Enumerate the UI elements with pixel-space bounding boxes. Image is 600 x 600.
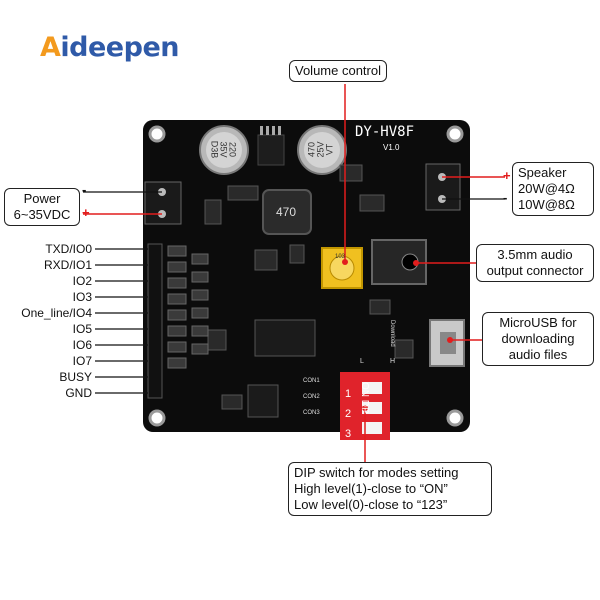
dip-on: ON	[359, 382, 370, 397]
power-plus-sign: +	[82, 205, 90, 220]
dip-on-label: ON DP	[359, 382, 370, 414]
con1-label: CON1	[303, 378, 320, 384]
dip-num-3: 3	[345, 428, 352, 440]
cap2-label: 470 25V VT	[307, 135, 335, 165]
logo-rest: ideepen	[60, 32, 179, 63]
h-mark: H	[390, 358, 396, 365]
speaker-minus-sign: -	[503, 190, 508, 205]
pin-label-io4: One_line/IO4	[21, 306, 92, 320]
speaker-terminal	[425, 163, 461, 211]
leader-lines	[83, 84, 505, 462]
pin-label-gnd: GND	[65, 386, 92, 400]
pin-label-io7: IO7	[72, 354, 92, 368]
dip-numbers: 1 2 3	[345, 384, 351, 444]
pin-label-rxd: RXD/IO1	[43, 258, 92, 272]
pcb-board	[143, 120, 470, 432]
dip-levers	[362, 382, 382, 434]
volume-control-callout: Volume control	[289, 60, 387, 82]
volume-label: Volume control	[295, 63, 381, 78]
inductor-label: 470	[276, 205, 297, 219]
board-model-text: DY-HV8F	[355, 124, 415, 140]
download-label: Download	[389, 320, 395, 347]
dip-dp: DP	[359, 399, 370, 414]
audio-output-callout: 3.5mm audio output connector	[476, 244, 594, 282]
speaker-callout: Speaker 20W@4Ω 10W@8Ω	[512, 162, 594, 216]
usb-line2: downloading	[501, 331, 575, 346]
capacitor-left	[199, 125, 249, 175]
pin-label-io3: IO3	[72, 290, 92, 304]
power-minus-sign: -	[82, 182, 87, 197]
usb-line3: audio files	[508, 347, 568, 362]
pot-label: 103	[335, 254, 346, 260]
cap1-line1: 220	[227, 141, 238, 158]
dip-num-2: 2	[345, 408, 352, 420]
pin-label-txd: TXD/IO0	[45, 242, 92, 256]
con2-label: CON2	[303, 394, 320, 400]
pin-resistors	[167, 245, 209, 369]
audio-line2: output connector	[486, 263, 584, 278]
speaker-line3: 10W@8Ω	[518, 197, 575, 212]
pin-label-busy: BUSY	[59, 370, 92, 384]
logo-first-letter: A	[40, 32, 61, 63]
cap1-line3: D3B	[209, 140, 220, 159]
power-callout: Power 6~35VDC	[4, 188, 80, 226]
micro-usb-callout: MicroUSB for downloading audio files	[482, 312, 594, 366]
power-line1: Power	[23, 191, 61, 206]
pin-label-io5: IO5	[72, 322, 92, 336]
dip-num-1: 1	[345, 388, 352, 400]
capacitor-right	[297, 125, 347, 175]
brand-logo: Aideepen	[40, 32, 179, 63]
power-line2: 6~35VDC	[13, 207, 71, 222]
l-mark: L	[360, 358, 364, 365]
inductor	[262, 189, 312, 235]
mounting-holes	[148, 125, 464, 427]
dip-switch-callout: DIP switch for modes setting High level(…	[288, 462, 492, 516]
pin-header	[147, 243, 163, 399]
flash-ic	[247, 384, 279, 418]
board-version-text: V1.0	[383, 143, 400, 152]
leader-lines-black	[83, 191, 505, 394]
audio-line1: 3.5mm audio	[497, 247, 573, 262]
dip-line2: High level(1)-close to “ON”	[294, 481, 448, 496]
con3-label: CON3	[303, 410, 320, 416]
usb-line1: MicroUSB for	[499, 315, 577, 330]
regulator-chip	[257, 134, 285, 166]
pin-label-io6: IO6	[72, 338, 92, 352]
dip-line1: DIP switch for modes setting	[294, 465, 459, 480]
cap1-line2: 35V	[218, 141, 229, 158]
cap2-line3: VT	[324, 143, 335, 156]
pin-label-io2: IO2	[72, 274, 92, 288]
speaker-line2: 20W@4Ω	[518, 181, 575, 196]
main-ic	[254, 319, 316, 357]
dip-line3: Low level(0)-close to “123”	[294, 497, 448, 512]
cap1-label: 220 35V D3B	[209, 135, 238, 165]
speaker-plus-sign: +	[503, 168, 511, 183]
speaker-line1: Speaker	[518, 165, 567, 180]
